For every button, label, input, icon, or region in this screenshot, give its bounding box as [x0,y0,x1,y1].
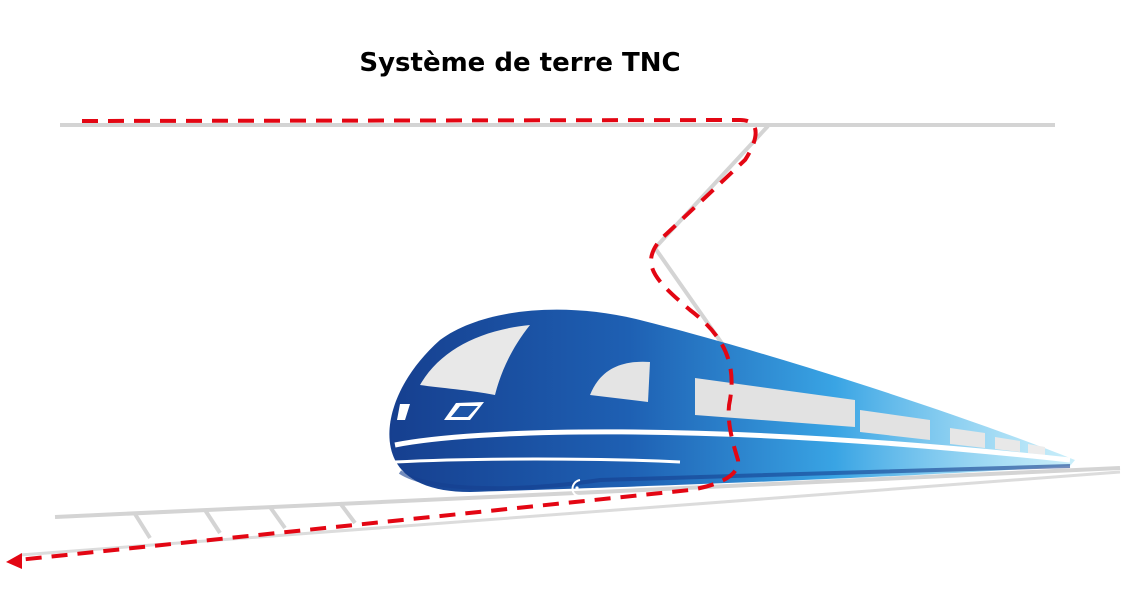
train-icon [389,309,1075,497]
pantograph [652,124,770,354]
ground-return-path [6,117,758,569]
arrow-left-icon [6,553,22,569]
diagram-title: Système de terre TNC [359,48,681,78]
rail-track [19,466,1121,557]
